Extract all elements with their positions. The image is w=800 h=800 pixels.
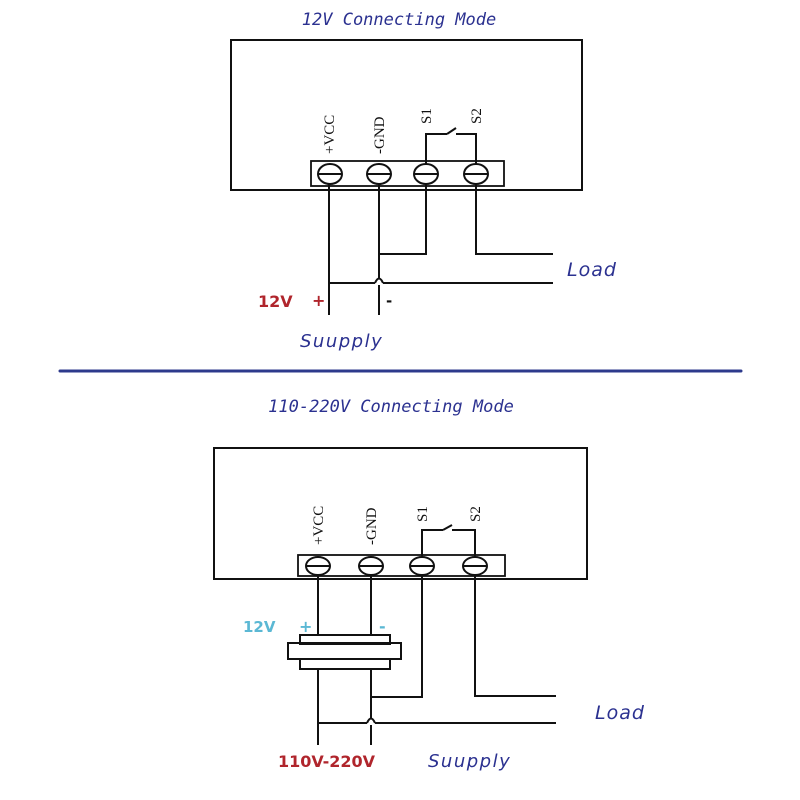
wire-s2-load [475,184,553,255]
section-12v-title: 12V Connecting Mode [302,10,496,30]
pin-label-s1: S1 [415,506,431,522]
wire-crossover-hop [366,717,376,724]
relay-switch-12v [425,127,477,164]
pin-labels-12v: +VCC -GND S1 S2 [322,108,485,154]
terminal-vcc [305,556,331,576]
controller-box-12v [230,39,583,191]
terminal-vcc [317,163,343,185]
plus-sign-12v: + [312,291,325,310]
pin-label-s2: S2 [469,108,485,124]
pin-label-vcc: +VCC [311,506,327,545]
terminal-strip-12v [310,160,505,187]
wire-s1 [379,184,427,255]
controller-box-220v [213,447,588,580]
terminal-s2 [462,556,488,576]
terminal-s2 [463,163,489,185]
section-220v-title: 110-220V Connecting Mode [268,397,514,417]
load-label-12v: Load [567,259,617,281]
pin-label-s2: S2 [468,506,484,522]
module-plus-sign: + [299,617,312,636]
terminal-s1 [409,556,435,576]
pin-label-s1: S1 [419,108,435,124]
pin-label-gnd: -GND [364,507,380,545]
wire-s1 [371,575,423,698]
supply-voltage-label-12v: 12V [258,292,293,311]
wire-crossover-hop [374,277,384,284]
terminal-gnd [366,163,392,185]
supply-voltage-label-220v: 110V-220V [278,752,376,771]
minus-sign-12v: - [386,292,392,310]
module-minus-sign: - [379,617,386,636]
wire-s2-load [474,575,556,697]
terminal-strip-220v [297,554,506,577]
pin-label-vcc: +VCC [322,115,338,154]
pin-label-gnd: -GND [372,116,388,154]
supply-label-12v: Suupply [300,331,383,352]
terminal-gnd [358,556,384,576]
pin-labels-220v: +VCC -GND S1 S2 [311,506,484,545]
module-voltage-label: 12V [243,618,276,636]
load-label-220v: Load [595,702,645,724]
power-module [287,634,402,670]
terminal-s1 [413,163,439,185]
wires-12v [328,184,553,315]
supply-label-220v: Suupply [428,751,511,772]
wires-220v [317,575,556,745]
relay-switch-220v [421,524,476,557]
